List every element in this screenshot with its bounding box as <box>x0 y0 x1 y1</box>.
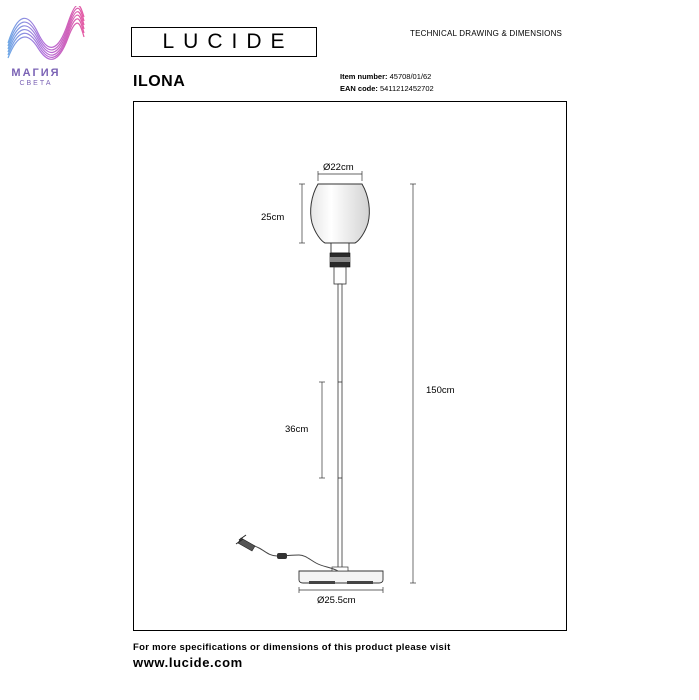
lamp-shade <box>310 183 370 244</box>
lamp-socket-band <box>330 257 350 262</box>
dim-total-height-label: 150cm <box>426 385 455 396</box>
lamp-base-foot-right <box>347 581 373 584</box>
magiya-sveta-logo-wave-icon <box>7 6 85 60</box>
plug-pin-a <box>238 534 247 541</box>
dim-shade-diameter <box>317 171 363 181</box>
item-number-label: Item number: <box>340 72 388 81</box>
website-link[interactable]: www.lucide.com <box>133 655 243 670</box>
document-type: TECHNICAL DRAWING & DIMENSIONS <box>410 29 563 38</box>
lamp-socket <box>330 242 350 254</box>
item-number-value: 45708/01/62 <box>389 72 432 81</box>
power-plug-icon <box>237 537 256 552</box>
dim-segment-height <box>319 381 325 479</box>
footer-note: For more specifications or dimensions of… <box>133 642 451 653</box>
dim-base-diameter <box>298 587 384 593</box>
lamp-neck <box>333 266 347 285</box>
watermark-subtitle: СВЕТА <box>19 80 53 87</box>
cable-switch <box>277 553 287 559</box>
lamp-base <box>298 570 384 584</box>
technical-drawing: Ø22cm 25cm 150cm 36cm Ø25.5cm <box>235 162 455 606</box>
drawing-frame <box>133 101 567 631</box>
ean-code-value: 5411212452702 <box>380 84 434 93</box>
watermark-title: МАГИЯ <box>11 67 61 79</box>
power-cable <box>244 541 339 572</box>
ean-code-label: EAN code: <box>340 84 378 93</box>
lamp-stem <box>337 283 343 570</box>
dim-shade-height <box>299 183 305 244</box>
lamp-base-foot-left <box>309 581 335 584</box>
dim-base-diameter-label: Ø25.5cm <box>317 595 356 606</box>
dim-shade-diameter-label: Ø22cm <box>323 162 354 173</box>
product-name: ILONA <box>133 73 186 90</box>
item-number-row: Item number: 45708/01/62 <box>340 72 431 81</box>
brand-logo: LUCIDE <box>131 27 317 57</box>
plug-pin-b <box>235 538 244 545</box>
dim-segment-height-label: 36cm <box>285 424 308 435</box>
dim-shade-height-label: 25cm <box>261 212 284 223</box>
ean-code-row: EAN code: 5411212452702 <box>340 84 434 93</box>
dim-total-height <box>410 183 416 584</box>
